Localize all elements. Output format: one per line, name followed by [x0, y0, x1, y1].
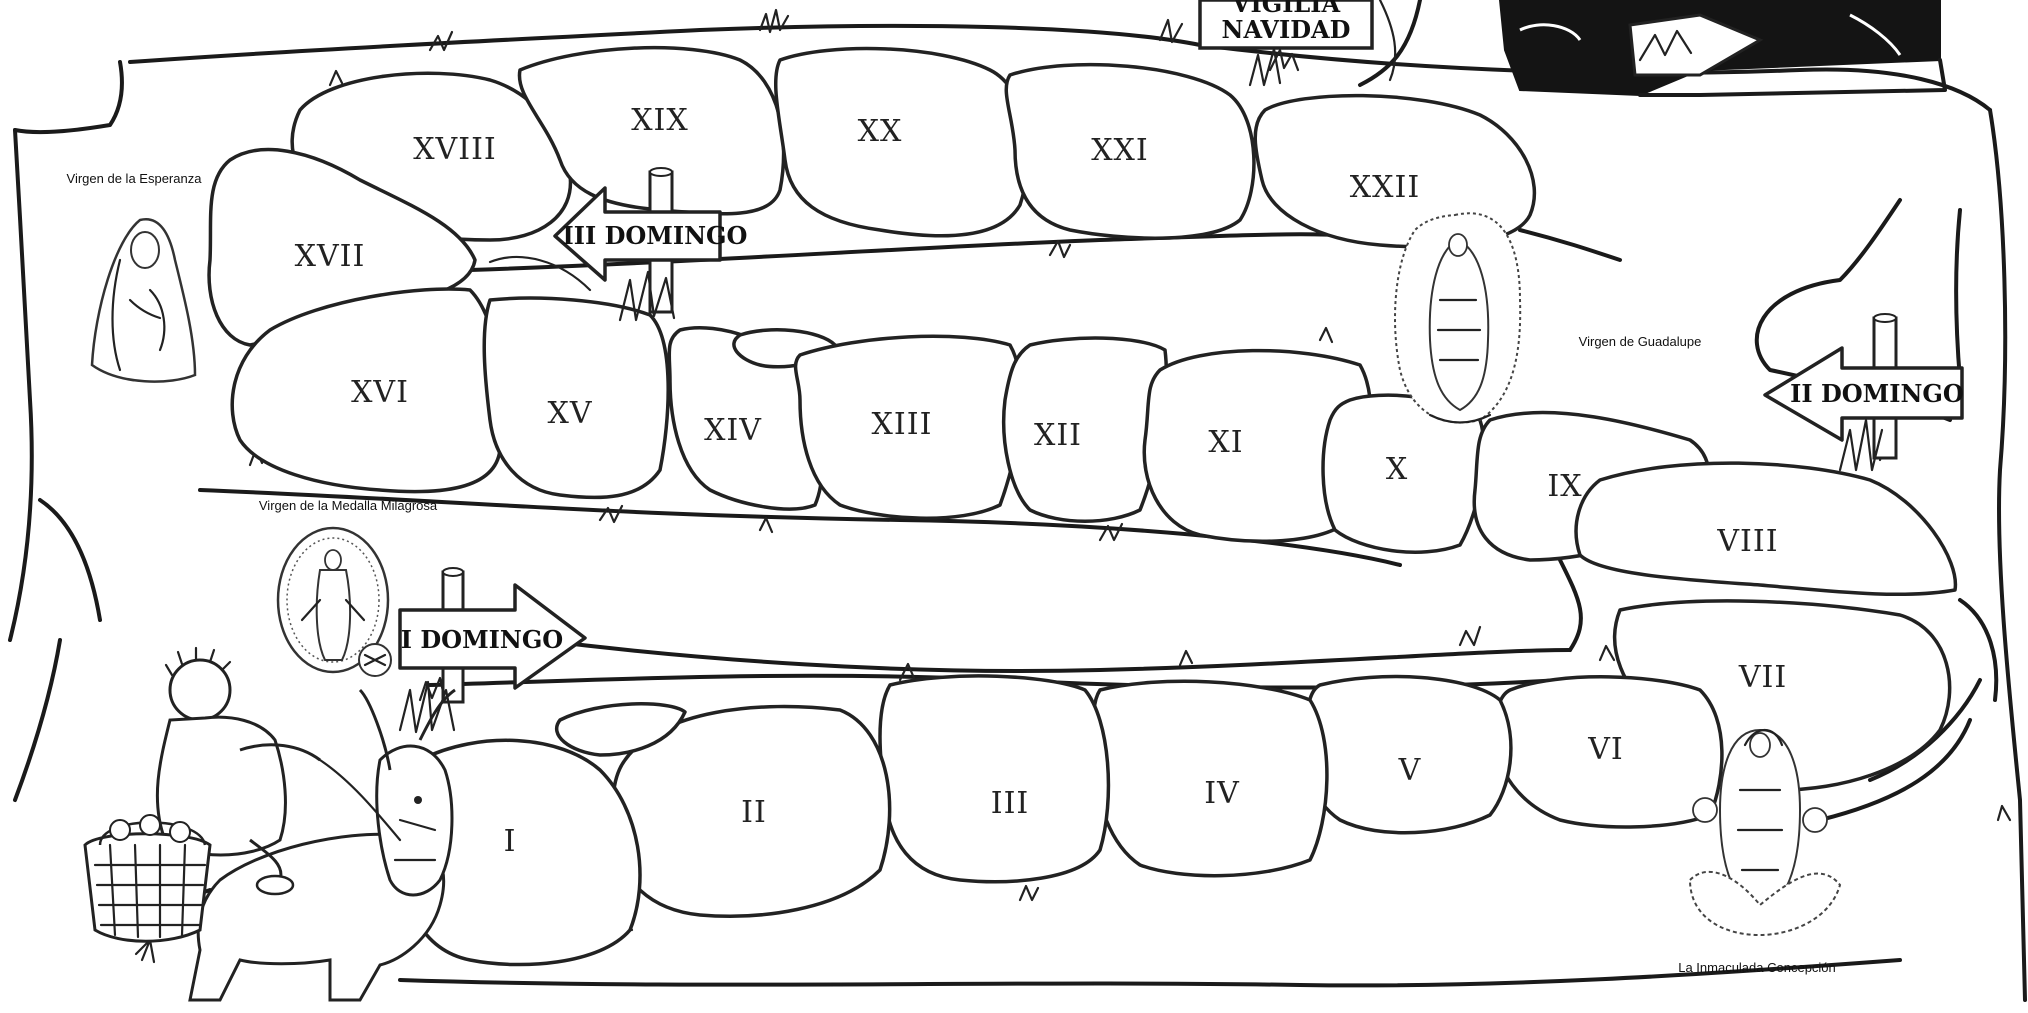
stone-label-iv: IV [1204, 776, 1240, 811]
caption-guadalupe: Virgen de Guadalupe [1579, 334, 1702, 349]
stone-label-xiv: XIV [704, 413, 762, 448]
stone-label-xi: XI [1208, 425, 1243, 460]
stone-label-viii: VIII [1716, 524, 1778, 559]
stone-label-xxi: XXI [1091, 133, 1149, 168]
signpost-domingo-2: II DOMINGO [1765, 314, 1964, 470]
sign-domingo-3-text: III DOMINGO [563, 221, 748, 250]
sign-domingo-1-text: I DOMINGO [401, 625, 563, 654]
nativity-stable [1500, 0, 1945, 95]
stone-label-ix: IX [1547, 469, 1582, 504]
stone-xii-shape [1004, 338, 1167, 521]
stones [209, 48, 1955, 965]
signpost-domingo-1: I DOMINGO [400, 568, 585, 732]
sign-vigilia-line2: NAVIDAD [1222, 15, 1351, 44]
stone-iii-shape [880, 676, 1108, 882]
stone-label-vii: VII [1738, 660, 1787, 695]
stone-label-xvi: XVI [351, 375, 409, 410]
virgen-medalla-figure [278, 528, 391, 676]
virgen-guadalupe-figure [1395, 213, 1520, 422]
stone-label-x: X [1386, 452, 1408, 487]
stone-label-xxii: XXII [1350, 170, 1420, 205]
boy-on-donkey [85, 648, 455, 1000]
sign-domingo-2-text: II DOMINGO [1790, 379, 1964, 408]
stone-label-xx: XX [858, 114, 903, 149]
stone-label-xv: XV [547, 396, 592, 431]
stone-label-vi: VI [1587, 732, 1624, 767]
stone-label-v: V [1398, 753, 1422, 788]
stone-label-ii: II [741, 795, 767, 830]
virgen-esperanza-figure [92, 219, 195, 381]
stone-label-xix: XIX [631, 103, 689, 138]
stone-label-i: I [504, 824, 517, 859]
stone-label-xvii: XVII [295, 239, 366, 274]
caption-inmaculada: La Inmaculada Concepción [1678, 960, 1836, 975]
stone-label-xiii: XIII [872, 407, 933, 442]
caption-medalla: Virgen de la Medalla Milagrosa [259, 498, 438, 513]
caption-esperanza: Virgen de la Esperanza [67, 171, 203, 186]
stone-label-xii: XII [1034, 418, 1082, 453]
signpost-vigilia: VIGILIA NAVIDAD [1200, 0, 1420, 85]
stone-label-xviii: XVIII [413, 132, 497, 167]
stone-label-iii: III [991, 786, 1030, 821]
